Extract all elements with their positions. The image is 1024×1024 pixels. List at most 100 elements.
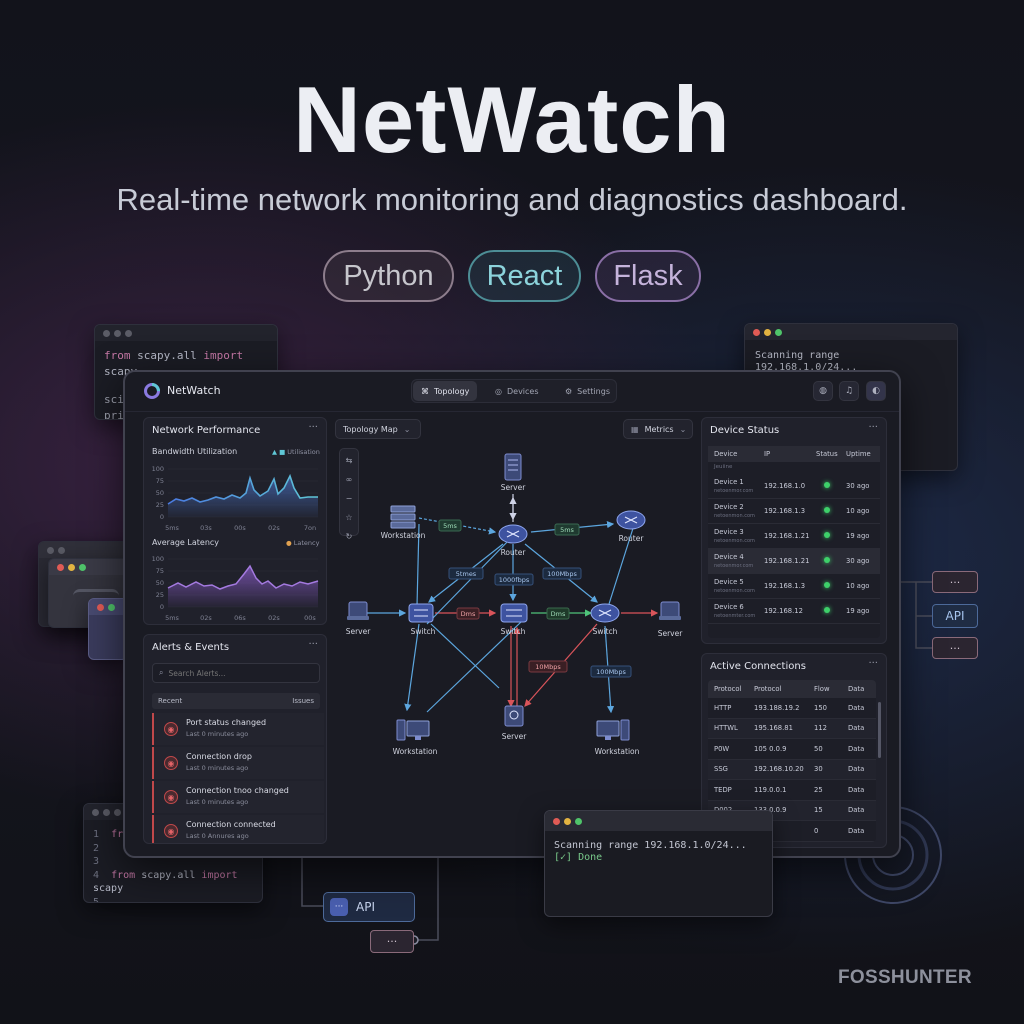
- node-workstation-br[interactable]: Workstation: [595, 719, 640, 756]
- alerts-search[interactable]: ⌕: [152, 663, 320, 683]
- device-name: Device 2: [714, 502, 744, 511]
- col-ip: IP: [764, 450, 771, 458]
- conn-data: Data: [848, 765, 865, 774]
- alert-time: Last 0 minutes ago: [186, 798, 249, 806]
- svg-text:02s: 02s: [268, 524, 280, 532]
- tab-topology[interactable]: ⌘Topology: [413, 381, 478, 401]
- tab-devices[interactable]: ◎Devices: [495, 386, 539, 396]
- layout-icon[interactable]: ⇆: [345, 456, 353, 465]
- app-name: NetWatch: [167, 384, 221, 397]
- node-router-center[interactable]: Router: [498, 524, 528, 557]
- link-icon[interactable]: ∞: [345, 475, 353, 484]
- alerts-search-input[interactable]: [168, 668, 309, 678]
- svg-text:7on: 7on: [304, 524, 316, 532]
- status-indicator: [816, 507, 846, 515]
- conn-flow: 112: [814, 724, 827, 733]
- node-switch-center[interactable]: Switch: [500, 603, 528, 636]
- devices-icon: ◎: [495, 386, 502, 396]
- device-host: netoenmon.com: [714, 512, 755, 519]
- svg-text:02s: 02s: [200, 614, 212, 622]
- node-right-api[interactable]: API: [932, 604, 978, 628]
- connections-menu-icon[interactable]: ···: [868, 658, 878, 669]
- node-right-bottom[interactable]: ···: [932, 637, 978, 659]
- node-bottom-dots[interactable]: ···: [370, 930, 414, 953]
- alert-item[interactable]: ◉ Connection tnoo changed Last 0 minutes…: [152, 781, 324, 813]
- latency-chart: 100 75 50 25 0 5ms 02s 06s 02s 00s: [152, 555, 319, 622]
- svg-text:5ms: 5ms: [560, 526, 574, 534]
- alert-item[interactable]: ◉ Connection drop Last 0 minutes ago: [152, 747, 324, 779]
- code-line: pri: [104, 409, 124, 420]
- netwatch-logo-icon: [144, 383, 160, 399]
- star-icon[interactable]: ☆: [345, 513, 353, 522]
- connections-scrollbar[interactable]: [878, 702, 881, 758]
- node-switch-right[interactable]: Switch: [590, 603, 620, 636]
- node-server-top[interactable]: Server: [501, 453, 527, 492]
- globe-icon[interactable]: ◍: [813, 381, 833, 401]
- code-line: 1 fro: [93, 829, 130, 840]
- node-server-right[interactable]: Server: [658, 601, 684, 638]
- node-right-top[interactable]: ···: [932, 571, 978, 593]
- minus-icon[interactable]: −: [345, 494, 353, 503]
- refresh-icon[interactable]: ↻: [345, 532, 353, 541]
- terminal-window-bottom: Scanning range 192.168.1.0/24... [✓] Don…: [544, 810, 773, 917]
- app-topbar: NetWatch ⌘Topology ◎Devices ⚙Settings ◍ …: [125, 372, 899, 412]
- tab-settings[interactable]: ⚙Settings: [565, 386, 610, 396]
- profile-icon[interactable]: ◐: [866, 381, 886, 401]
- svg-text:5tmes: 5tmes: [456, 570, 477, 578]
- node-router-right[interactable]: Router: [616, 510, 646, 543]
- device-status-title: Device Status: [710, 425, 780, 436]
- node-switch-left[interactable]: Switch: [408, 603, 436, 636]
- svg-text:Switch: Switch: [501, 627, 526, 636]
- conn-protocol: TEDP: [714, 785, 732, 794]
- bandwidth-legend: ▲ ■ Utilisation: [272, 448, 320, 456]
- device-uptime: 19 ago: [846, 532, 870, 540]
- col-protocol-2: Protocol: [754, 685, 782, 693]
- alert-item[interactable]: ◉ Connection connected Last 0 Annures ag…: [152, 815, 324, 843]
- alerts-panel: Alerts & Events ··· ⌕ Recent Issues ◉ Po…: [143, 634, 327, 844]
- conn-data: Data: [848, 785, 865, 794]
- device-uptime: 19 ago: [846, 607, 870, 615]
- search-icon: ⌕: [159, 668, 164, 677]
- col-uptime: Uptime: [846, 450, 871, 458]
- node-workstation-tl[interactable]: Workstation: [381, 505, 426, 540]
- node-bottom-api[interactable]: ··· API: [323, 892, 415, 922]
- conn-flow: 50: [814, 744, 823, 753]
- device-ip: 192.168.12: [764, 607, 803, 615]
- latency-legend: ● Latency: [286, 539, 320, 547]
- hero-title: NetWatch: [293, 67, 731, 172]
- device-uptime: 30 ago: [846, 557, 870, 565]
- alerts-menu-icon[interactable]: ···: [308, 639, 318, 650]
- node-server-bottom[interactable]: Server: [502, 705, 528, 741]
- metrics-dropdown[interactable]: ▦Metrics⌄: [623, 419, 693, 439]
- device-host: netoenmon.com: [714, 587, 755, 594]
- performance-menu-icon[interactable]: ···: [308, 422, 318, 433]
- topology-map-dropdown[interactable]: Topology Map⌄: [335, 419, 421, 439]
- conn-protocol: HTTP: [714, 703, 732, 712]
- alert-time: Last 0 Annures ago: [186, 832, 249, 840]
- alert-title: Connection drop: [186, 752, 252, 761]
- bell-icon[interactable]: ♫: [839, 381, 859, 401]
- node-server-left[interactable]: Server: [346, 601, 372, 636]
- status-indicator: [816, 532, 846, 540]
- svg-text:Dms: Dms: [461, 610, 476, 618]
- code-line: 3: [93, 856, 100, 867]
- performance-title: Network Performance: [152, 425, 261, 436]
- device-status-menu-icon[interactable]: ···: [868, 422, 878, 433]
- svg-text:5ms: 5ms: [443, 522, 457, 530]
- svg-text:Dms: Dms: [551, 610, 566, 618]
- node-workstation-bl[interactable]: Workstation: [393, 719, 438, 756]
- alert-item[interactable]: ◉ Port status changed Last 0 minutes ago: [152, 713, 324, 745]
- device-name: Device 6: [714, 602, 744, 611]
